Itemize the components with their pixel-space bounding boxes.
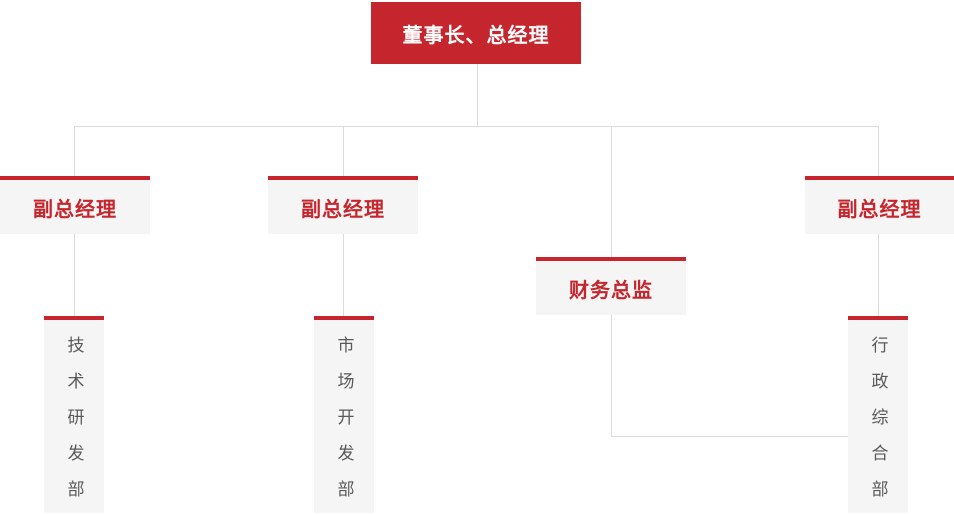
connector-drop-deputy-gm-right — [878, 126, 879, 176]
connector-finance-elbow-vertical — [611, 315, 612, 436]
node-deputy-gm-right: 副总经理 — [805, 176, 954, 234]
node-market-dev-dept: 市场开发部 — [314, 316, 374, 515]
node-market-dev-dept-label: 市场开发部 — [334, 336, 354, 515]
connector-drop-deputy-gm-left — [74, 126, 75, 176]
node-deputy-gm-left-label: 副总经理 — [33, 198, 117, 221]
connector-drop-deputy-gm-mid — [343, 126, 344, 176]
node-tech-rd-dept: 技术研发部 — [44, 316, 104, 515]
node-deputy-gm-mid-label: 副总经理 — [301, 198, 385, 221]
connector-drop-finance-director — [611, 126, 612, 257]
connector-deputy-mid-to-market-dept — [343, 234, 344, 316]
connector-finance-elbow-horizontal — [611, 436, 848, 437]
node-finance-director-label: 财务总监 — [569, 279, 653, 302]
node-tech-rd-dept-label: 技术研发部 — [64, 336, 84, 515]
node-chairman-general-manager-label: 董事长、总经理 — [402, 24, 550, 47]
connector-root-stem — [477, 64, 478, 126]
node-admin-general-dept: 行政综合部 — [848, 316, 908, 515]
node-finance-director: 财务总监 — [536, 257, 686, 315]
connector-deputy-right-to-admin-dept — [878, 234, 879, 316]
node-chairman-general-manager: 董事长、总经理 — [371, 2, 581, 64]
node-deputy-gm-mid: 副总经理 — [268, 176, 418, 234]
node-deputy-gm-left: 副总经理 — [0, 176, 150, 234]
connector-deputy-left-to-tech-dept — [74, 234, 75, 316]
node-admin-general-dept-label: 行政综合部 — [868, 336, 888, 515]
node-deputy-gm-right-label: 副总经理 — [837, 198, 922, 221]
connector-trunk — [74, 126, 879, 127]
